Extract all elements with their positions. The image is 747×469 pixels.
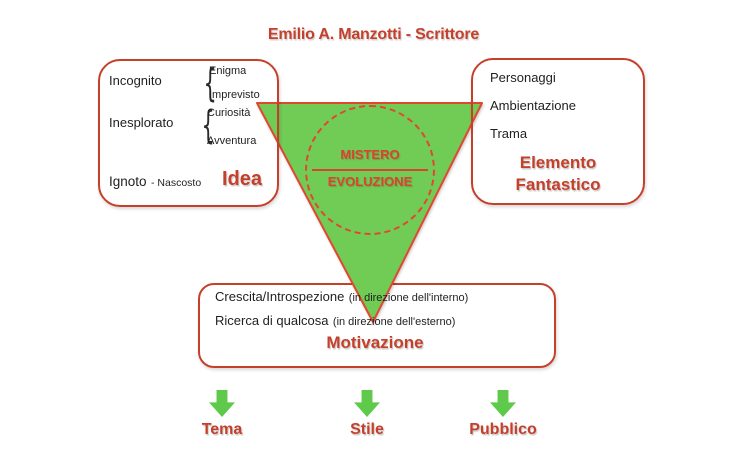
row1-note: (in direzione dell'interno) — [348, 292, 469, 304]
down-arrow-icon — [490, 390, 516, 417]
idea-sub-enigma: Enigma — [209, 65, 247, 77]
idea-sub-imprevisto: Imprevisto — [209, 89, 260, 101]
idea-box: Incognito { Enigma Imprevisto Inesplorat… — [98, 59, 279, 207]
mistero-label: MISTERO — [340, 147, 400, 162]
brace-icon: { — [203, 61, 217, 105]
item-trama: Trama — [490, 126, 528, 141]
idea-term-incognito: Incognito — [109, 73, 162, 88]
idea-term-ignoto-row: Ignoto - Nascosto — [109, 173, 201, 191]
row2-note: (in direzione dell'esterno) — [332, 316, 456, 328]
idea-label: Idea — [222, 168, 263, 190]
output-label-tema: Tema — [201, 421, 243, 438]
elemento-fantastico-box: Personaggi Ambientazione Trama Elemento … — [471, 58, 645, 205]
motivazione-row2: Ricerca di qualcosa (in direzione dell'e… — [215, 312, 455, 330]
row1-main: Crescita/Introspezione — [215, 289, 345, 304]
motivazione-row1: Crescita/Introspezione (in direzione del… — [215, 288, 468, 306]
brace-icon: { — [201, 103, 215, 147]
idea-term-ignoto-note: - Nascosto — [151, 177, 202, 189]
evoluzione-label: EVOLUZIONE — [327, 174, 413, 189]
idea-sub-avventura: Avventura — [207, 135, 257, 147]
motivazione-label: Motivazione — [326, 333, 424, 352]
down-arrow-icon — [354, 390, 380, 417]
down-arrow-icon — [209, 390, 235, 417]
center-divider — [312, 169, 428, 171]
item-ambientazione: Ambientazione — [490, 98, 576, 113]
elemento-label-line2: Fantastico — [515, 175, 601, 194]
idea-term-ignoto: Ignoto — [109, 174, 147, 189]
page-title: Emilio A. Manzotti - Scrittore — [267, 26, 480, 43]
output-label-stile: Stile — [350, 421, 384, 438]
row2-main: Ricerca di qualcosa — [215, 313, 329, 328]
idea-sub-curiosita: Curiosità — [207, 107, 251, 119]
output-label-pubblico: Pubblico — [469, 421, 537, 438]
elemento-label-line1: Elemento — [519, 153, 597, 172]
elemento-fantastico-label: Elemento Fantastico — [473, 152, 643, 196]
item-personaggi: Personaggi — [490, 70, 556, 85]
idea-term-inesplorato: Inesplorato — [109, 115, 174, 130]
